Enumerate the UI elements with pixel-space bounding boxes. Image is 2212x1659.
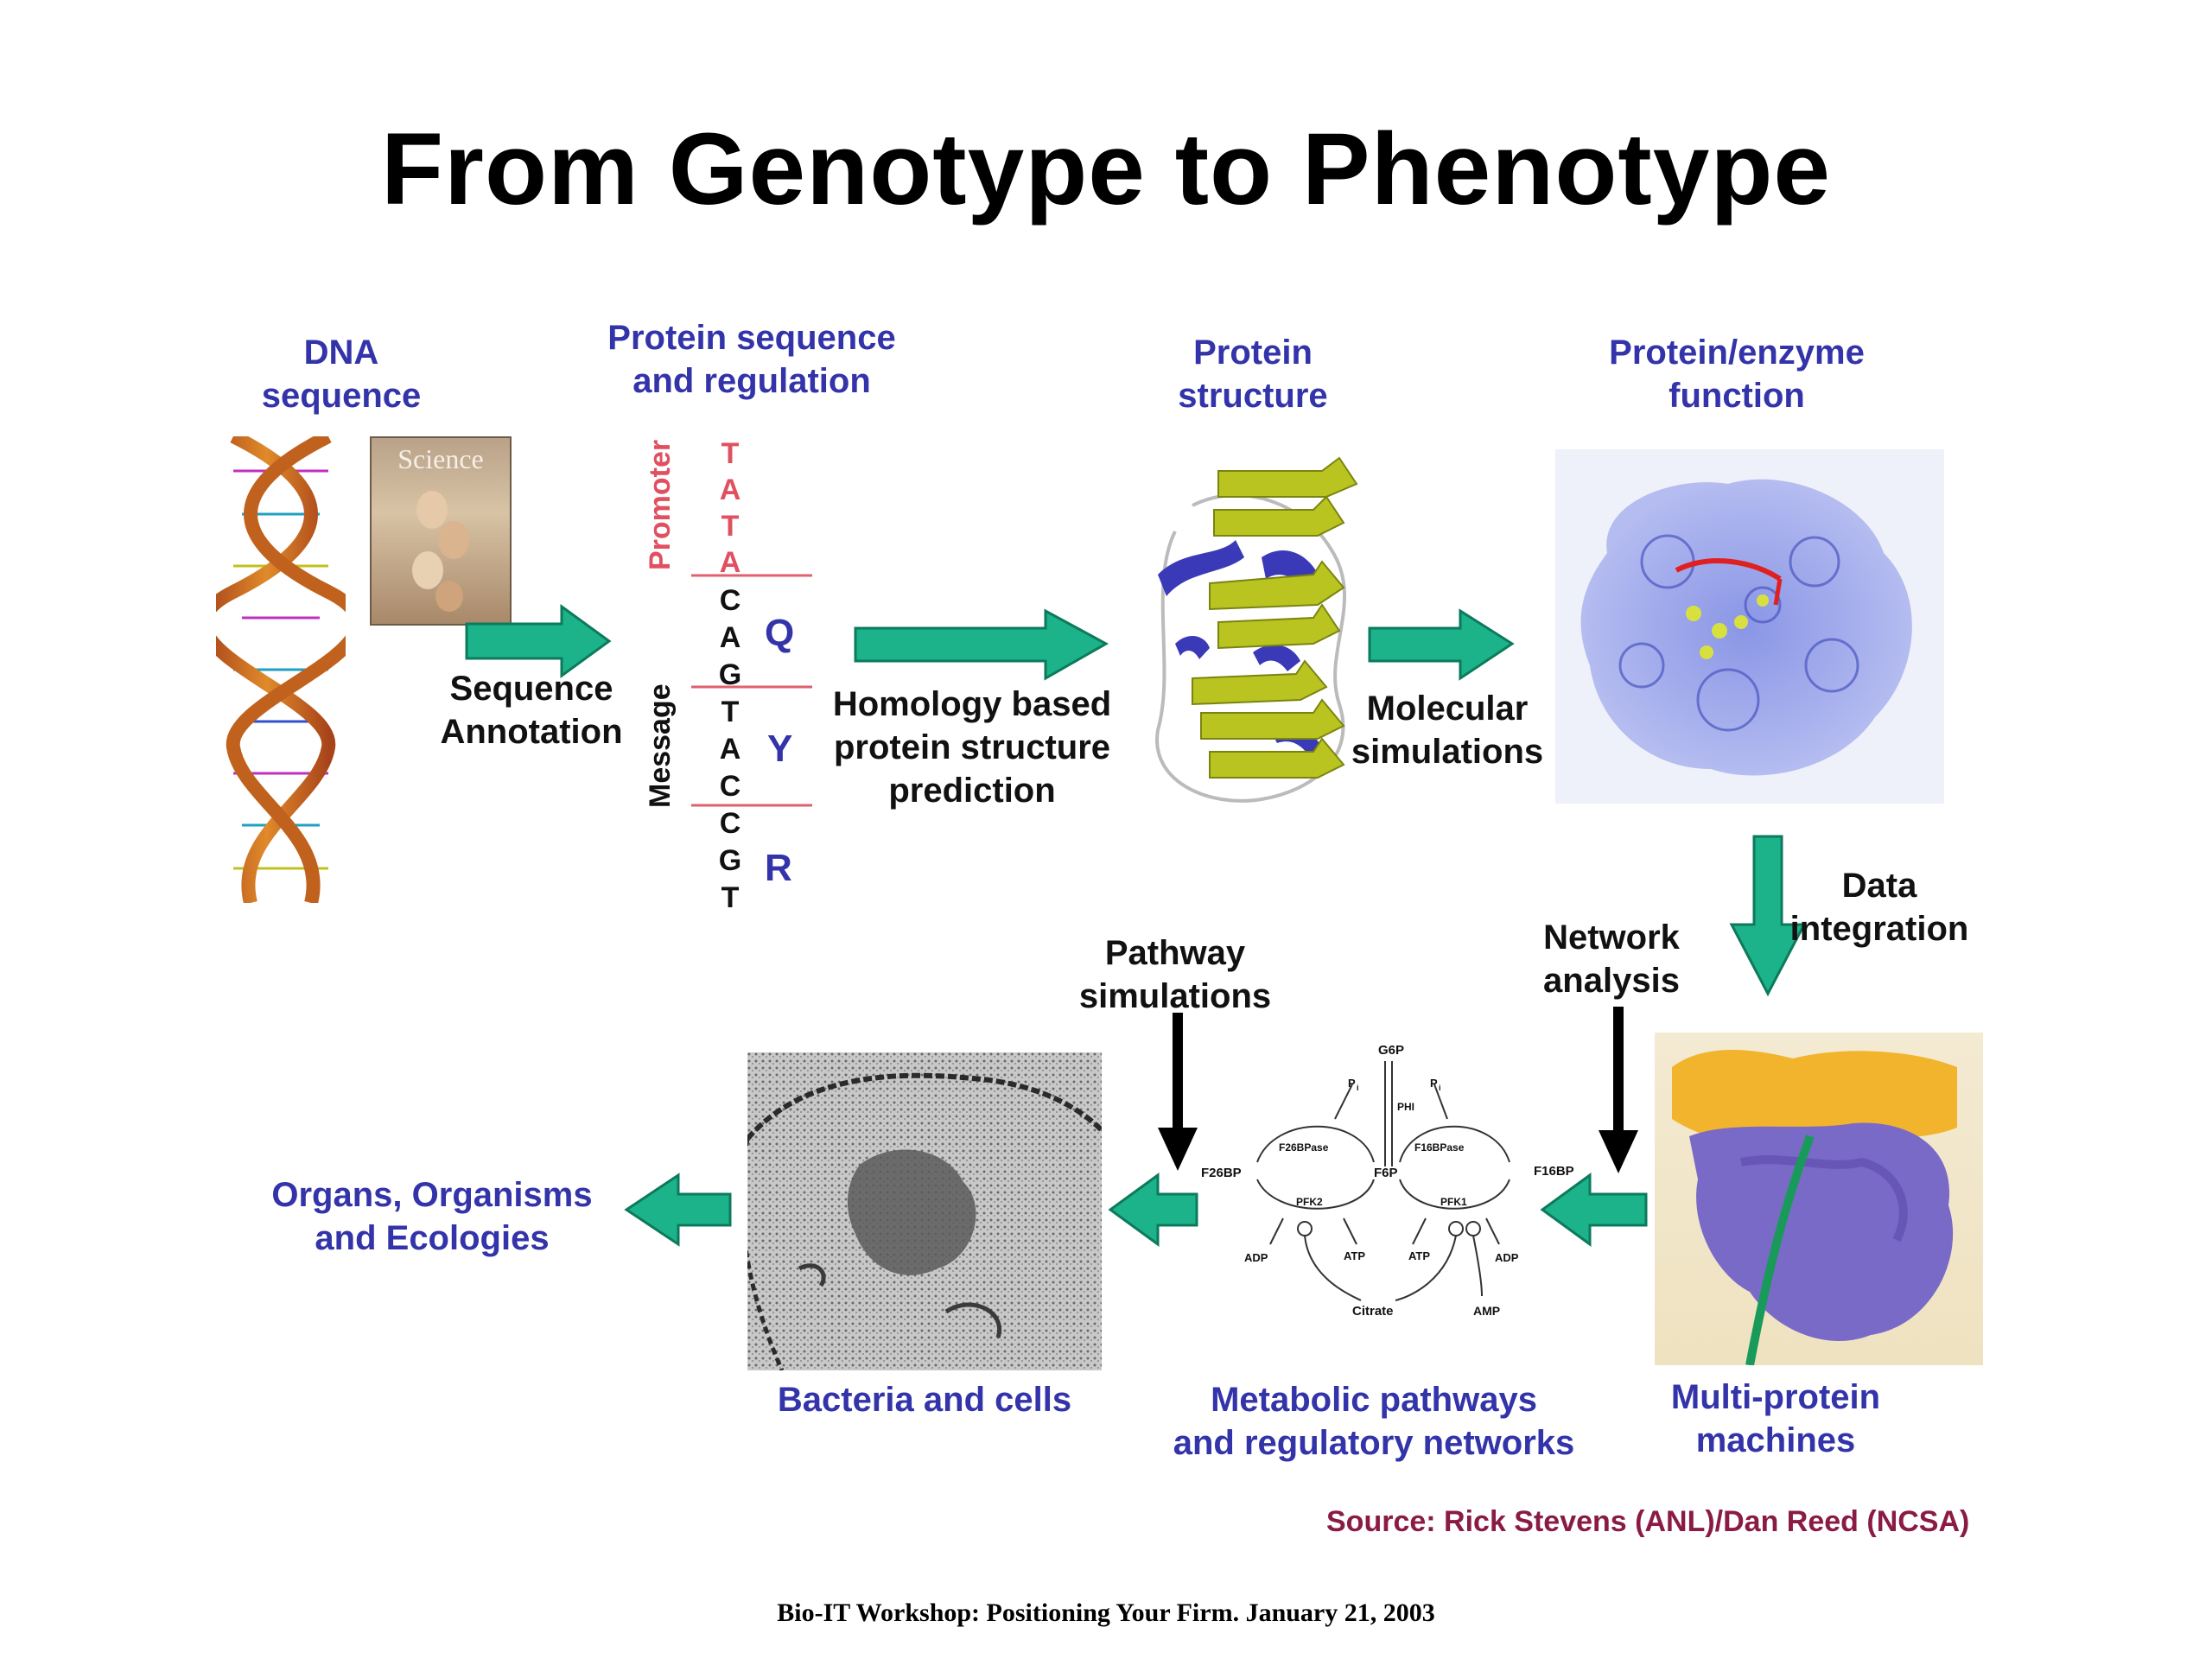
message-base: T [721, 696, 740, 728]
arrow-cells-to-organs [624, 1173, 732, 1247]
pathway-pi-right-sub: i [1439, 1084, 1441, 1092]
arrow-dna-to-protein-seq [465, 604, 612, 678]
protein-structure-image [1155, 456, 1358, 803]
bacteria-cell-image [747, 1052, 1102, 1370]
label-protein-structure: Protein structure [1178, 334, 1328, 415]
pathway-amp: AMP [1473, 1304, 1500, 1318]
pathway-pi-left-sub: i [1357, 1084, 1359, 1092]
source-credit: Source: Rick Stevens (ANL)/Dan Reed (NCS… [1326, 1505, 1970, 1538]
label-sequence-annotation: Sequence Annotation [440, 670, 623, 751]
pathway-pi-left: P [1348, 1077, 1356, 1090]
label-molecular-simulations: Molecular simulations [1351, 690, 1544, 771]
label-dna-sequence: DNA sequence [261, 334, 422, 415]
label-promoter: Promoter [644, 439, 677, 570]
label-protein-seq-regulation: Protein sequence and regulation [607, 319, 896, 400]
dna-helix-image [216, 436, 346, 903]
message-base: A [719, 621, 741, 654]
amino-acid: Q [765, 612, 795, 654]
label-multi-protein-machines: Multi-protein machines [1670, 1378, 1881, 1459]
pathway-adp-right: ADP [1495, 1251, 1519, 1264]
message-base: G [718, 844, 742, 877]
pathway-adp-left: ADP [1244, 1251, 1268, 1264]
promoter-base: A [719, 546, 741, 579]
promoter-base: A [719, 474, 741, 506]
amino-acid: R [765, 847, 792, 889]
label-pathway-simulations: Pathway simulations [1078, 934, 1272, 1015]
arrow-pathways-to-cells [1108, 1173, 1198, 1247]
pathway-atp-left: ATP [1344, 1249, 1365, 1262]
arrow-structure-to-function [1368, 608, 1515, 681]
message-base: C [719, 770, 741, 803]
pathway-f16bp: F16BP [1534, 1164, 1574, 1179]
message-base: C [719, 807, 741, 840]
message-base: A [719, 733, 741, 766]
amino-acid: Y [767, 728, 793, 770]
pathway-g6p: G6P [1378, 1043, 1404, 1058]
label-organs-ecologies: Organs, Organisms and Ecologies [271, 1176, 593, 1257]
protein-function-image [1555, 449, 1944, 804]
pathway-atp-right: ATP [1408, 1249, 1430, 1262]
footer-text: Bio-IT Workshop: Positioning Your Firm. … [777, 1599, 1435, 1627]
science-cover-image: Science [370, 436, 512, 626]
promoter-bases: T A T A [713, 437, 747, 582]
arrow-down-data-integration [1729, 835, 1807, 997]
label-message: Message [644, 683, 677, 808]
arrow-machines-to-pathways [1540, 1173, 1648, 1247]
multi-protein-machine-image [1655, 1033, 1983, 1366]
arrow-network-analysis [1599, 1007, 1638, 1173]
label-network-analysis: Network analysis [1543, 918, 1680, 1000]
label-protein-function: Protein/enzyme function [1609, 334, 1865, 415]
pathway-pi-right: P [1430, 1077, 1438, 1090]
arrow-seq-to-structure [854, 608, 1109, 681]
label-bacteria-cells: Bacteria and cells [777, 1381, 1072, 1419]
slide-title: From Genotype to Phenotype [380, 112, 1832, 226]
metabolic-pathway-diagram: G6P P i P i PHI F26BPase F16BPase F26BP … [1201, 1043, 1574, 1319]
label-homology-prediction: Homology based protein structure predict… [832, 685, 1112, 810]
label-metabolic-pathways: Metabolic pathways and regulatory networ… [1173, 1381, 1575, 1462]
arrow-pathway-simulations [1158, 1013, 1198, 1171]
pathway-f26bp: F26BP [1201, 1166, 1242, 1180]
pathway-pfk1: PFK1 [1440, 1196, 1467, 1208]
promoter-base: T [721, 437, 740, 470]
label-data-integration: Data integration [1789, 867, 1969, 948]
pathway-f6p: F6P [1374, 1166, 1398, 1180]
message-base: C [719, 584, 741, 617]
message-bases: C A G T A C C G T [713, 584, 747, 918]
message-base: G [718, 658, 742, 691]
pathway-f16bpase: F16BPase [1414, 1141, 1465, 1154]
message-base: T [721, 881, 740, 914]
pathway-phi: PHI [1397, 1101, 1414, 1113]
pathway-citrate: Citrate [1352, 1304, 1394, 1319]
promoter-base: T [721, 510, 740, 543]
pathway-f26bpase: F26BPase [1279, 1141, 1329, 1154]
science-cover-title: Science [397, 443, 484, 474]
pathway-pfk2: PFK2 [1296, 1196, 1323, 1208]
